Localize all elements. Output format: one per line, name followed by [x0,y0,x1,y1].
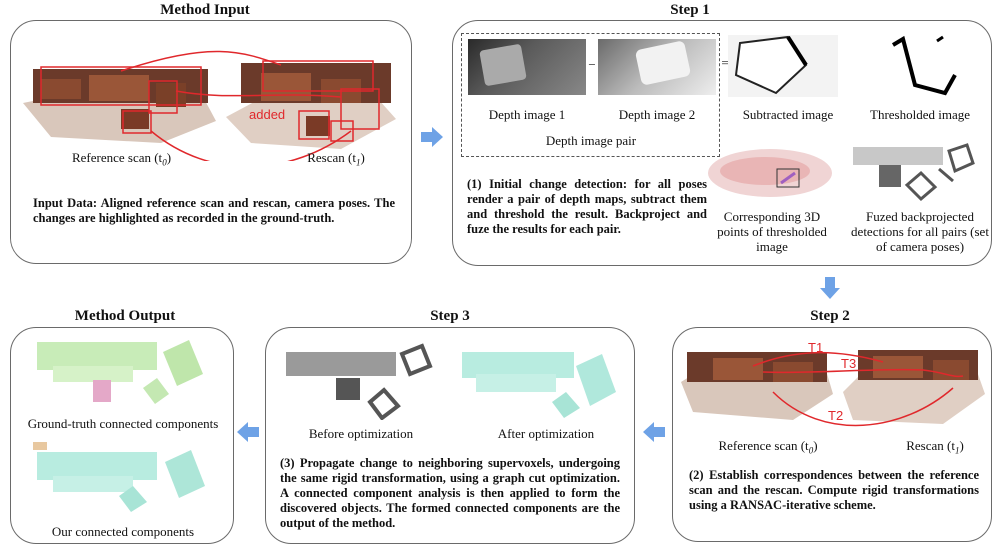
step2-reference-caption: Reference scan (t0) [718,438,818,456]
method-output-panel: Ground-truth connected components Our co… [10,327,234,544]
step2-scans: T1 T3 T2 [681,340,985,427]
before-optimization-label: Before optimization [308,426,414,441]
step2-rescan-caption: Rescan (t1) [906,438,964,456]
after-optimization-image [456,336,626,422]
thresholded-image [875,35,975,97]
ground-truth-label: Ground-truth connected components [27,416,219,431]
step3-panel: Before optimization After optimization (… [265,327,635,544]
fuzed-detections-label: Fuzed backprojected detections for all p… [851,209,989,254]
arrow-left-icon-2 [237,422,259,442]
minus-sign: − [588,57,596,72]
t3-label: T3 [841,356,856,371]
step2-description: (2) Establish correspondences between th… [689,468,979,512]
step3-title: Step 3 [430,308,470,324]
depth-pair-label: Depth image pair [545,133,637,148]
reference-scan-caption: Reference scan (t0) [71,150,172,168]
fuzed-detections-image [849,141,979,203]
step2-panel: T1 T3 T2 Reference scan (t0) Rescan (t1)… [672,327,992,542]
added-label: added [249,107,285,122]
depth-image-1 [468,39,586,95]
depth-pair-box [461,33,720,157]
our-components-label: Our connected components [51,524,195,539]
step2-title: Step 2 [810,308,850,324]
method-input-scans: added [23,50,396,161]
depth-image-2 [598,39,716,95]
method-input-title: Method Input [160,2,250,18]
subtracted-label: Subtracted image [742,107,834,122]
method-input-panel: added Reference scan (t0) Rescan (t1) In… [10,20,412,264]
arrow-down-icon [820,277,840,299]
step3-description: (3) Propagate change to neighboring supe… [280,456,620,530]
ground-truth-components-image [37,340,203,404]
arrow-left-icon [643,422,665,442]
step1-panel: − Depth image 1 Depth image 2 Depth imag… [452,20,992,266]
points-3d-image [708,149,832,197]
step1-description: (1) Initial change detection: for all po… [467,177,707,236]
before-optimization-image [280,338,440,420]
thresholded-label: Thresholded image [870,107,970,122]
step1-title: Step 1 [670,2,710,18]
depth-image-2-label: Depth image 2 [618,107,696,122]
points-3d-label: Corresponding 3D points of thresholded i… [717,209,827,254]
method-input-description: Input Data: Aligned reference scan and r… [33,196,395,225]
depth-image-1-label: Depth image 1 [488,107,566,122]
subtracted-image [728,35,838,97]
rescan-caption: Rescan (t1) [307,150,365,168]
after-optimization-label: After optimization [497,426,595,441]
equals-sign: = [721,55,729,70]
our-components-image [33,442,205,512]
arrow-right-icon [421,127,443,147]
t1-label: T1 [808,340,823,355]
t2-label: T2 [828,408,843,423]
method-output-title: Method Output [74,308,176,324]
